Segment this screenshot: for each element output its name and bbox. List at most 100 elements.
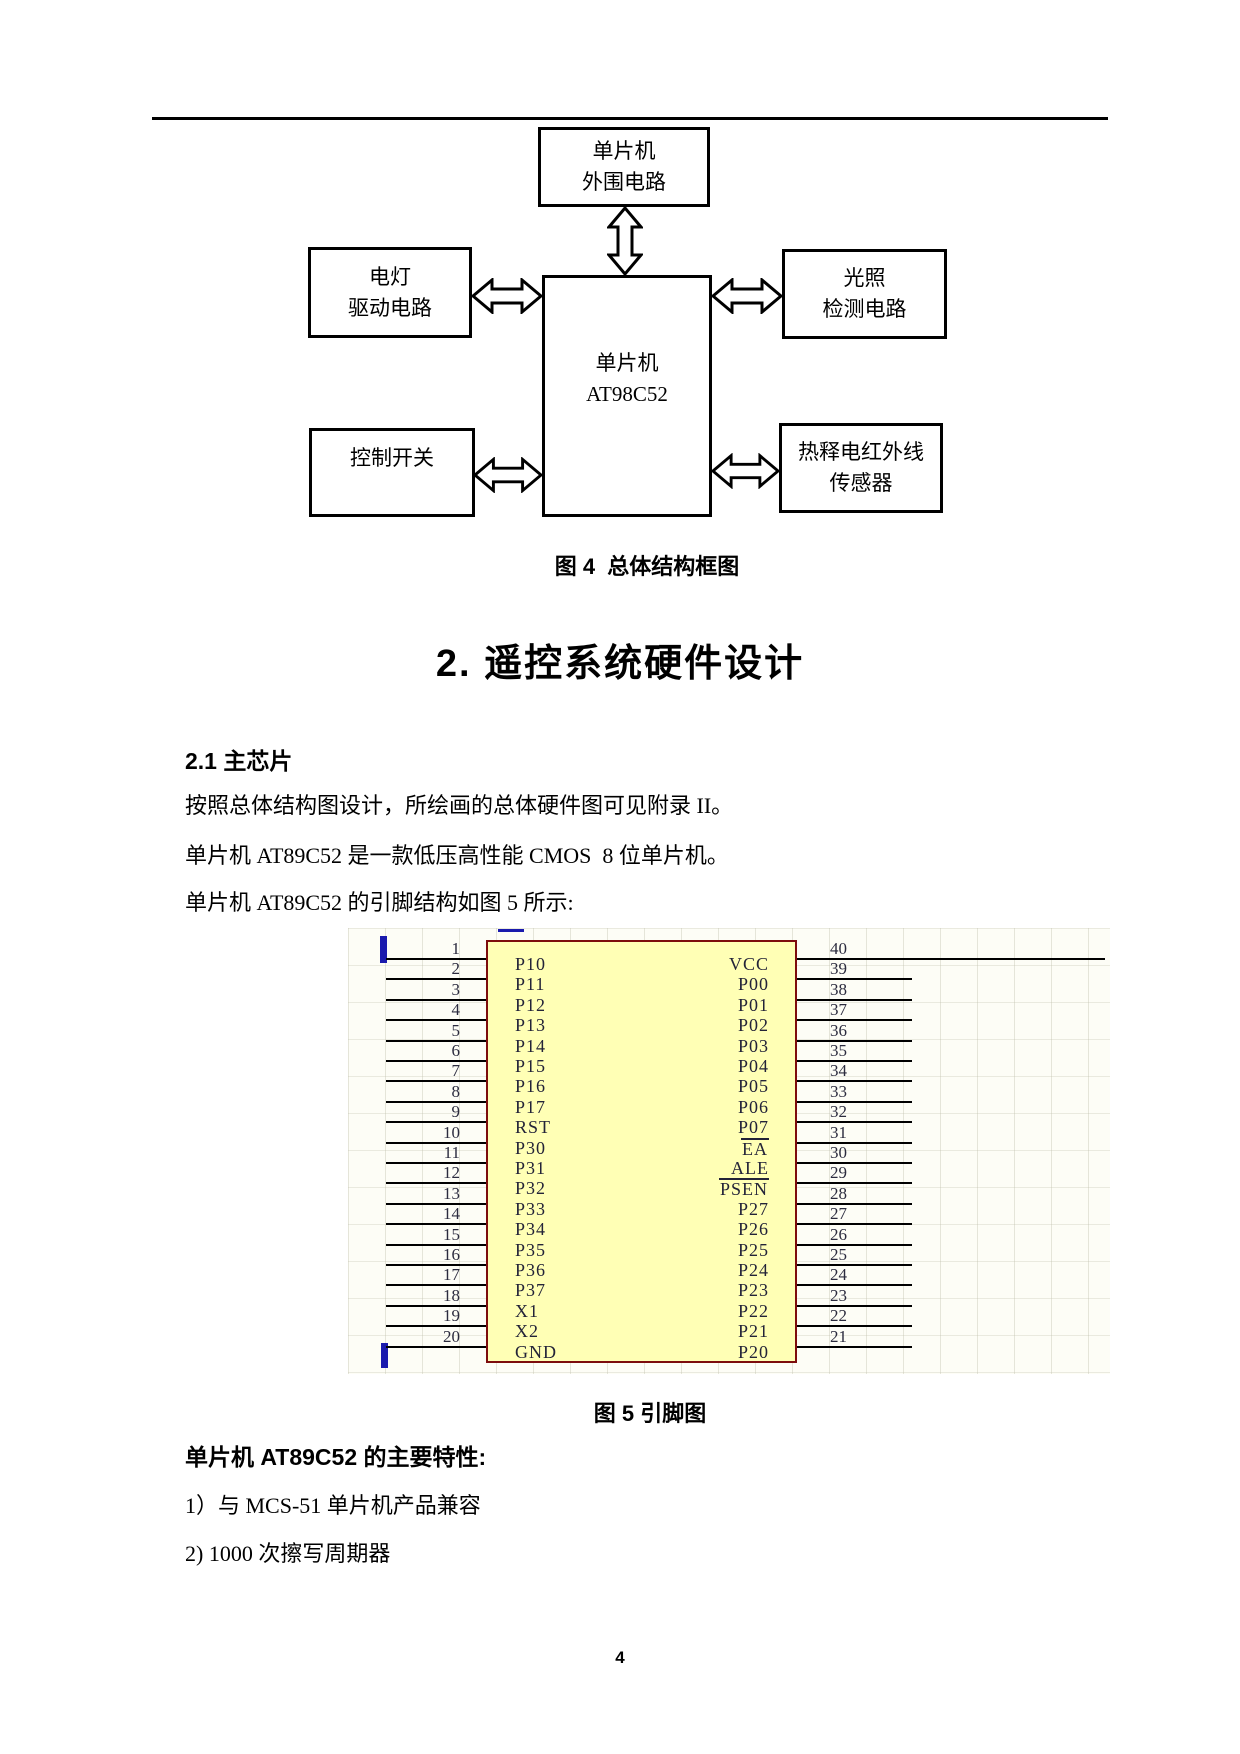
pin-line-right (797, 1162, 912, 1164)
pin-label: P34 (515, 1219, 547, 1240)
pin-number: 2 (451, 959, 461, 979)
pin-line-right (797, 1182, 912, 1185)
paragraph: 单片机 AT89C52 的引脚结构如图 5 所示: (185, 890, 574, 915)
pin-number: 18 (443, 1285, 460, 1305)
block-control-switch: 控制开关 (309, 428, 475, 517)
pin-number: 4 (451, 1000, 461, 1020)
pin-number: 33 (830, 1081, 847, 1101)
pin-line-left (386, 1182, 486, 1185)
pin-line-left (386, 1243, 486, 1246)
pin-label: ALE (731, 1158, 769, 1178)
pin-line-left (386, 1121, 486, 1124)
pin-label: P01 (737, 994, 769, 1015)
header-rule (152, 117, 1108, 120)
paragraph: 单片机 AT89C52 是一款低压高性能 CMOS 8 位单片机。 (185, 843, 729, 868)
pin-number: 9 (451, 1102, 461, 1122)
pin-label: X1 (515, 1300, 539, 1321)
pin-label: X2 (515, 1321, 539, 1342)
pin-line-right (797, 1345, 912, 1348)
pin-line-right (797, 1121, 912, 1124)
block-label: 单片机 (592, 139, 656, 163)
pin-number: 34 (830, 1061, 847, 1081)
pin-label: P37 (515, 1280, 547, 1301)
pin-number: 35 (830, 1041, 847, 1060)
pin-number: 37 (830, 1000, 847, 1020)
pin-line-right (797, 1325, 912, 1328)
pin-label: P11 (515, 974, 546, 995)
pin-number: 24 (830, 1265, 847, 1285)
pin-line-left (386, 978, 486, 981)
pin-number: 10 (443, 1122, 460, 1142)
pin-number: 23 (830, 1285, 847, 1305)
pin-label: VCC (728, 954, 769, 974)
pin-line-right (797, 1243, 912, 1246)
pin-line-right (797, 1039, 912, 1042)
pin-label: P00 (737, 974, 769, 995)
pin-number: 8 (451, 1081, 461, 1101)
pin-number: 27 (830, 1204, 847, 1224)
block-label: 电灯 (369, 264, 411, 289)
figure4-caption: 图 4 总体结构框图 (554, 554, 740, 579)
pin-label: P21 (737, 1321, 769, 1342)
pin-label: P06 (737, 1096, 769, 1117)
pin-label: P20 (737, 1341, 769, 1362)
pin-label: P15 (515, 1056, 547, 1076)
pin-number: 1 (451, 939, 461, 958)
pin-number: 5 (451, 1020, 461, 1040)
pin-label: P33 (515, 1198, 547, 1219)
pin-label: P30 (515, 1137, 547, 1158)
double-arrow-horizontal-icon (711, 453, 780, 489)
pin-label: P23 (737, 1280, 769, 1301)
pin-number: 28 (830, 1183, 847, 1203)
features-heading: 单片机 AT89C52 的主要特性: (185, 1444, 487, 1470)
pin-line-left (386, 1264, 486, 1266)
pin-line-left (386, 1162, 486, 1164)
pin-line-right (797, 978, 912, 981)
pin-number: 3 (451, 979, 461, 999)
block-mcu-peripheral-circuit: 单片机 外围电路 (538, 127, 710, 207)
pin-line-left (386, 1202, 486, 1205)
pin-label: P32 (515, 1178, 547, 1199)
double-arrow-horizontal-icon (471, 278, 543, 314)
pin-number: 13 (443, 1183, 460, 1203)
double-arrow-vertical-icon (607, 206, 643, 276)
paragraph: 按照总体结构图设计，所绘画的总体硬件图可见附录 II。 (185, 793, 734, 818)
block-mcu-at98c52: 单片机 AT98C52 (542, 275, 712, 517)
pin-line-right (797, 1223, 912, 1226)
pin-label: P03 (737, 1035, 769, 1056)
block-label: 驱动电路 (348, 295, 432, 320)
block-pir-sensor: 热释电红外线 传感器 (779, 423, 943, 513)
pin-line-right (797, 1304, 912, 1307)
block-label: AT98C52 (586, 382, 668, 406)
pin-label: GND (515, 1341, 557, 1362)
pin-line-right (797, 1264, 912, 1266)
overlined-pin-label: PSEN (718, 1178, 769, 1200)
pin-line-right (797, 1060, 912, 1062)
pin-number: 17 (443, 1265, 460, 1285)
pin-label: P35 (515, 1239, 547, 1260)
pin-line-right (797, 1202, 912, 1205)
pin-line-right (797, 1100, 912, 1103)
pin-label: EA (628, 1137, 769, 1159)
pin-number: 19 (443, 1306, 460, 1326)
pin-label: P26 (737, 1219, 769, 1240)
pin-label: P05 (737, 1076, 769, 1097)
pin-line-left (386, 1284, 486, 1287)
block-label: 检测电路 (822, 297, 907, 321)
pin-number: 16 (443, 1245, 460, 1264)
overlined-pin-label: EA (741, 1137, 769, 1159)
pin-line-left (386, 998, 486, 1001)
pin-line-left (386, 1080, 486, 1083)
pin-number: 21 (830, 1326, 847, 1346)
block-label: 单片机 (595, 351, 659, 375)
pin-number: 15 (443, 1224, 460, 1244)
feature-item: 1）与 MCS-51 单片机产品兼容 (185, 1493, 481, 1518)
pin-number: 38 (830, 979, 847, 999)
schematic-marker (498, 929, 524, 932)
feature-item: 2) 1000 次擦写周期器 (185, 1541, 391, 1566)
block-label: 外围电路 (582, 170, 666, 194)
pin-line-left (386, 1100, 486, 1103)
pin-line-right (797, 1284, 912, 1287)
